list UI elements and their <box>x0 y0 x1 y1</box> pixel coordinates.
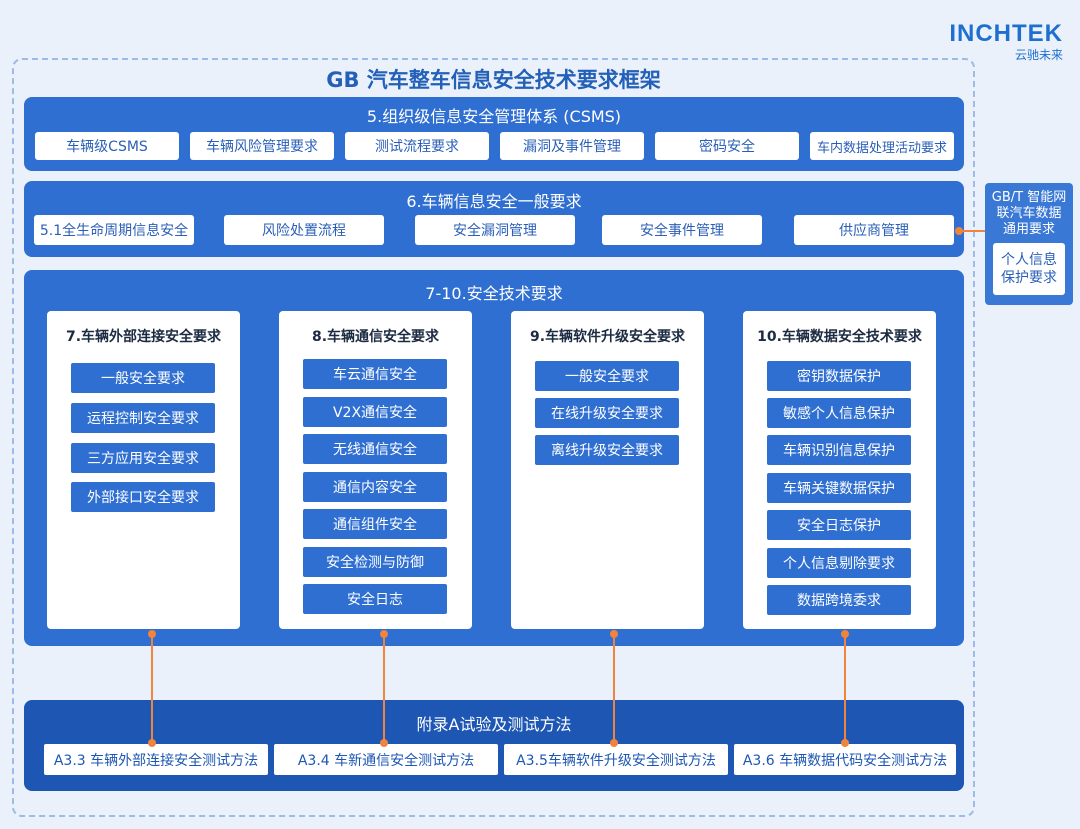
gbt-data-reference: GB/T 智能网 联汽车数据 通用要求 个人信息 保护要求 <box>985 183 1073 305</box>
csms-item: 车辆风险管理要求 <box>190 132 334 160</box>
personal-info-protection: 个人信息 保护要求 <box>993 243 1065 295</box>
card-item: V2X通信安全 <box>303 397 447 427</box>
csms-item: 测试流程要求 <box>345 132 489 160</box>
card-item: 安全检测与防御 <box>303 547 447 577</box>
csms-title: 5.组织级信息安全管理体系 (CSMS) <box>366 107 622 126</box>
general-item: 安全事件管理 <box>602 215 762 245</box>
tech-title: 7-10.安全技术要求 <box>425 284 563 303</box>
card-title: 10.车辆数据安全技术要求 <box>757 329 922 345</box>
connector-dot-bottom <box>841 739 849 747</box>
appendix-item: A3.4 车新通信安全测试方法 <box>274 744 498 775</box>
connector-dot-bottom <box>610 739 618 747</box>
card-item: 车云通信安全 <box>303 359 447 389</box>
appendix-band: 附录A试验及测试方法 A3.3 车辆外部连接安全测试方法 A3.4 车新通信安全… <box>24 700 964 791</box>
card-title: 9.车辆软件升级安全要求 <box>529 329 686 345</box>
general-item: 风险处置流程 <box>224 215 384 245</box>
connector-dot-bottom <box>148 739 156 747</box>
card-item: 安全日志 <box>303 584 447 614</box>
page-title: GB 汽车整车信息安全技术要求框架 <box>326 68 661 92</box>
side-connector-dot <box>955 227 963 235</box>
card-item: 通信组件安全 <box>303 509 447 539</box>
general-band: 6.车辆信息安全一般要求 5.1全生命周期信息安全 风险处置流程 安全漏洞管理 … <box>24 181 964 257</box>
card-title: 8.车辆通信安全要求 <box>311 329 440 345</box>
connector-dot-top <box>148 630 156 638</box>
card-data-security: 10.车辆数据安全技术要求 密钥数据保护 敏感个人信息保护 车辆识别信息保护 车… <box>743 311 936 629</box>
card-item: 通信内容安全 <box>303 472 447 502</box>
csms-item: 车内数据处理活动要求 <box>810 132 954 160</box>
card-item: 一般安全要求 <box>71 363 215 393</box>
card-item: 车辆识别信息保护 <box>767 435 911 465</box>
connector-dot-bottom <box>380 739 388 747</box>
side-connector-line <box>960 230 985 232</box>
card-communication: 8.车辆通信安全要求 车云通信安全 V2X通信安全 无线通信安全 通信内容安全 … <box>279 311 472 629</box>
logo-wordmark: INCHTEK <box>949 20 1063 47</box>
card-item: 外部接口安全要求 <box>71 482 215 512</box>
connector-dot-top <box>380 630 388 638</box>
appendix-item: A3.5车辆软件升级安全测试方法 <box>504 744 728 775</box>
card-item: 离线升级安全要求 <box>535 435 679 465</box>
connector-line <box>613 634 615 744</box>
card-item: 三方应用安全要求 <box>71 443 215 473</box>
csms-item: 漏洞及事件管理 <box>500 132 644 160</box>
card-external-connection: 7.车辆外部连接安全要求 一般安全要求 运程控制安全要求 三方应用安全要求 外部… <box>47 311 240 629</box>
general-item: 安全漏洞管理 <box>415 215 575 245</box>
csms-item: 密码安全 <box>655 132 799 160</box>
connector-dot-top <box>610 630 618 638</box>
card-item: 安全日志保护 <box>767 510 911 540</box>
card-item: 无线通信安全 <box>303 434 447 464</box>
csms-band: 5.组织级信息安全管理体系 (CSMS) 车辆级CSMS 车辆风险管理要求 测试… <box>24 97 964 171</box>
tech-band: 7-10.安全技术要求 7.车辆外部连接安全要求 一般安全要求 运程控制安全要求… <box>24 270 964 646</box>
card-item: 一般安全要求 <box>535 361 679 391</box>
card-item: 个人信息剔除要求 <box>767 548 911 578</box>
logo-subtitle: 云驰未来 <box>1014 48 1063 62</box>
csms-item: 车辆级CSMS <box>35 132 179 160</box>
appendix-item: A3.3 车辆外部连接安全测试方法 <box>44 744 268 775</box>
connector-line <box>844 634 846 744</box>
general-item: 供应商管理 <box>794 215 954 245</box>
framework-frame <box>12 58 975 817</box>
card-title: 7.车辆外部连接安全要求 <box>65 329 222 345</box>
connector-line <box>383 634 385 744</box>
connector-line <box>151 634 153 744</box>
general-item: 5.1全生命周期信息安全 <box>34 215 194 245</box>
appendix-item: A3.6 车辆数据代码安全测试方法 <box>734 744 956 775</box>
appendix-title: 附录A试验及测试方法 <box>416 715 572 734</box>
card-item: 在线升级安全要求 <box>535 398 679 428</box>
general-title: 6.车辆信息安全一般要求 <box>406 192 582 211</box>
brand-logo: INCHTEK 云驰未来 <box>938 20 1063 63</box>
card-item: 密钥数据保护 <box>767 361 911 391</box>
card-item: 敏感个人信息保护 <box>767 398 911 428</box>
card-item: 运程控制安全要求 <box>71 403 215 433</box>
card-item: 车辆关键数据保护 <box>767 473 911 503</box>
card-item: 数据跨境委求 <box>767 585 911 615</box>
card-software-upgrade: 9.车辆软件升级安全要求 一般安全要求 在线升级安全要求 离线升级安全要求 <box>511 311 704 629</box>
connector-dot-top <box>841 630 849 638</box>
gbt-title: GB/T 智能网 联汽车数据 通用要求 <box>991 190 1067 237</box>
